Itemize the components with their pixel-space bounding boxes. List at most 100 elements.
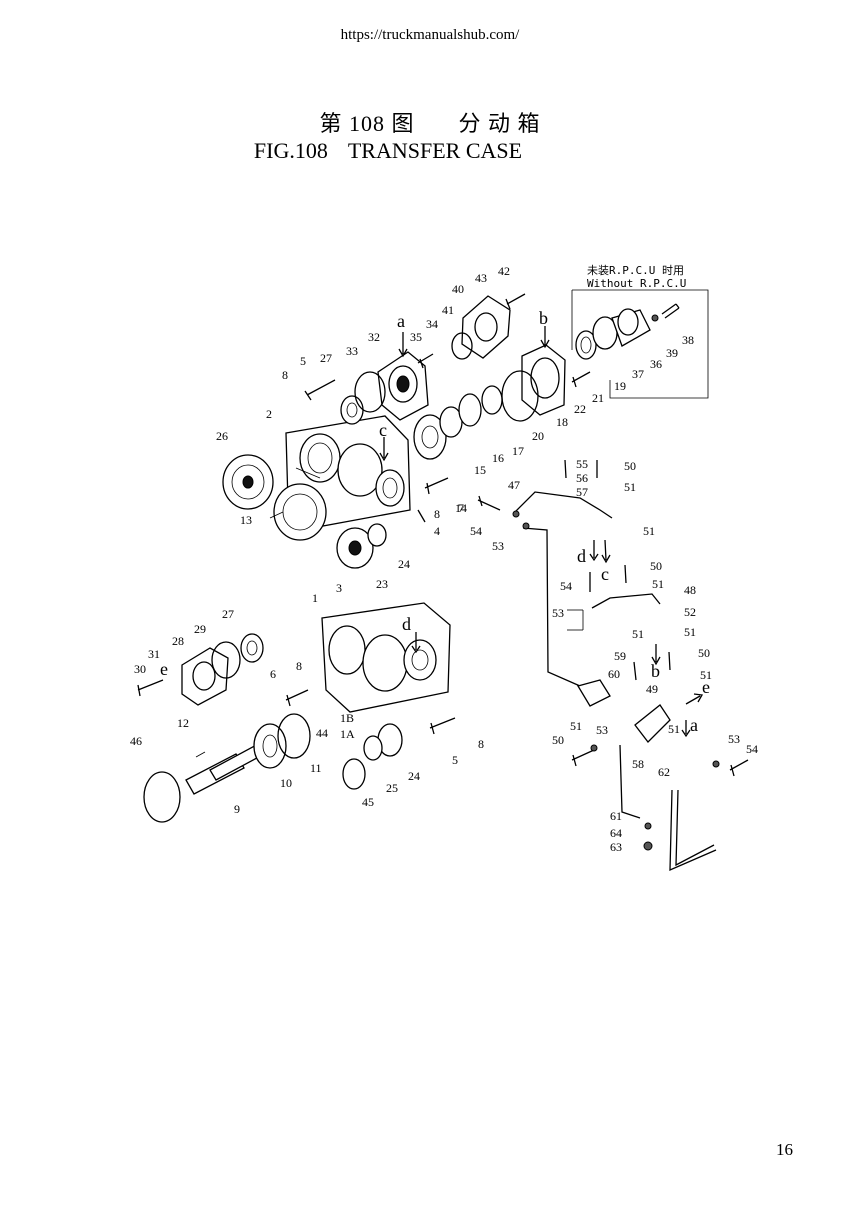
callout-14: 14 bbox=[455, 501, 467, 515]
callout-63: 63 bbox=[610, 840, 622, 854]
callout-34: 34 bbox=[426, 317, 438, 331]
callout-50b: 50 bbox=[650, 559, 662, 573]
callout-45: 45 bbox=[362, 795, 374, 809]
callout-58: 58 bbox=[632, 757, 644, 771]
callout-53: 53 bbox=[492, 539, 504, 553]
callout-62: 62 bbox=[658, 765, 670, 779]
callout-51g: 51 bbox=[570, 719, 582, 733]
lower-case-assembly bbox=[137, 602, 456, 823]
callout-64: 64 bbox=[610, 826, 622, 840]
callout-33: 33 bbox=[346, 344, 358, 358]
callout-3: 3 bbox=[336, 581, 342, 595]
hydraulic-piping bbox=[477, 459, 749, 872]
callout-55: 55 bbox=[576, 457, 588, 471]
callout-32: 32 bbox=[368, 330, 380, 344]
callout-39: 39 bbox=[666, 346, 678, 360]
callout-30: 30 bbox=[134, 662, 146, 676]
callout-1B: 1B bbox=[340, 711, 354, 725]
callout-51h: 51 bbox=[668, 722, 680, 736]
callout-1A: 1A bbox=[340, 727, 355, 741]
callout-26: 26 bbox=[216, 429, 228, 443]
ref-b-upper: b bbox=[539, 308, 548, 328]
ref-d-lower: d bbox=[577, 546, 586, 566]
callout-43: 43 bbox=[475, 271, 487, 285]
callout-50d: 50 bbox=[552, 733, 564, 747]
callout-15: 15 bbox=[474, 463, 486, 477]
callout-27b: 27 bbox=[222, 607, 234, 621]
callout-54c: 54 bbox=[746, 742, 758, 756]
callout-51: 51 bbox=[624, 480, 636, 494]
callout-37: 37 bbox=[632, 367, 644, 381]
callout-2: 2 bbox=[266, 407, 272, 421]
callout-9: 9 bbox=[234, 802, 240, 816]
callout-54b: 54 bbox=[560, 579, 572, 593]
reference-arrows bbox=[379, 326, 704, 738]
callout-49: 49 bbox=[646, 682, 658, 696]
callout-6: 6 bbox=[270, 667, 276, 681]
callout-53b: 53 bbox=[552, 606, 564, 620]
callout-51d: 51 bbox=[632, 627, 644, 641]
callout-61: 61 bbox=[610, 809, 622, 823]
callout-56: 56 bbox=[576, 471, 588, 485]
figure-name-en: TRANSFER CASE bbox=[347, 138, 523, 163]
callout-5: 5 bbox=[300, 354, 306, 368]
callout-51b: 51 bbox=[643, 524, 655, 538]
callout-50: 50 bbox=[624, 459, 636, 473]
callout-35: 35 bbox=[410, 330, 422, 344]
callout-53d: 53 bbox=[728, 732, 740, 746]
callout-60: 60 bbox=[608, 667, 620, 681]
ref-e-left: e bbox=[160, 659, 168, 679]
figure-name-cn: 分 动 箱 bbox=[458, 111, 541, 136]
callout-8b: 8 bbox=[434, 507, 440, 521]
callout-38: 38 bbox=[682, 333, 694, 347]
ref-d-upper: d bbox=[402, 614, 411, 634]
callout-8: 8 bbox=[282, 368, 288, 382]
figure-number-en: FIG.108 bbox=[253, 138, 328, 163]
ref-a-upper: a bbox=[397, 311, 405, 331]
callout-27: 27 bbox=[320, 351, 332, 365]
callout-50c: 50 bbox=[698, 646, 710, 660]
callout-16: 16 bbox=[492, 451, 504, 465]
inset-label-en: Without R.P.C.U bbox=[587, 277, 686, 290]
callout-labels: 1 1A 1B 2 3 4 5 5 6 7 8 8 8 8 9 10 11 12… bbox=[130, 264, 758, 854]
callout-24b: 24 bbox=[408, 769, 420, 783]
figure-title-en: FIG.108 TRANSFER CASE bbox=[0, 138, 860, 164]
callout-31: 31 bbox=[148, 647, 160, 661]
callout-21: 21 bbox=[592, 391, 604, 405]
inset-without-rpcu: 未装R.P.C.U 时用 Without R.P.C.U bbox=[571, 264, 709, 399]
ref-a-lower: a bbox=[690, 715, 698, 735]
ref-e-right: e bbox=[702, 677, 710, 697]
callout-23: 23 bbox=[376, 577, 388, 591]
upper-case-assembly bbox=[222, 293, 591, 569]
inset-label-cn: 未装R.P.C.U 时用 bbox=[587, 264, 684, 277]
callout-4: 4 bbox=[434, 524, 440, 538]
callout-13: 13 bbox=[240, 513, 252, 527]
callout-53c: 53 bbox=[596, 723, 608, 737]
callout-54: 54 bbox=[470, 524, 482, 538]
callout-25: 25 bbox=[386, 781, 398, 795]
callout-51f: 51 bbox=[700, 668, 712, 682]
source-url[interactable]: https://truckmanualshub.com/ bbox=[340, 27, 520, 43]
ref-b-lower: b bbox=[651, 661, 660, 681]
ref-c-upper: c bbox=[379, 420, 387, 440]
callout-17: 17 bbox=[512, 444, 524, 458]
callout-7: 7 bbox=[458, 501, 464, 515]
callout-57: 57 bbox=[576, 485, 588, 499]
ref-c-lower: c bbox=[601, 564, 609, 584]
callout-29: 29 bbox=[194, 622, 206, 636]
callout-28: 28 bbox=[172, 634, 184, 648]
callout-10: 10 bbox=[280, 776, 292, 790]
callout-51e: 51 bbox=[684, 625, 696, 639]
callout-8c: 8 bbox=[296, 659, 302, 673]
callout-11: 11 bbox=[310, 761, 322, 775]
callout-24: 24 bbox=[398, 557, 410, 571]
callout-18: 18 bbox=[556, 415, 568, 429]
callout-51c: 51 bbox=[652, 577, 664, 591]
callout-46: 46 bbox=[130, 734, 142, 748]
callout-8d: 8 bbox=[478, 737, 484, 751]
callout-19: 19 bbox=[614, 379, 626, 393]
callout-48: 48 bbox=[684, 583, 696, 597]
page-number: 16 bbox=[776, 1140, 793, 1159]
callout-22: 22 bbox=[574, 402, 586, 416]
